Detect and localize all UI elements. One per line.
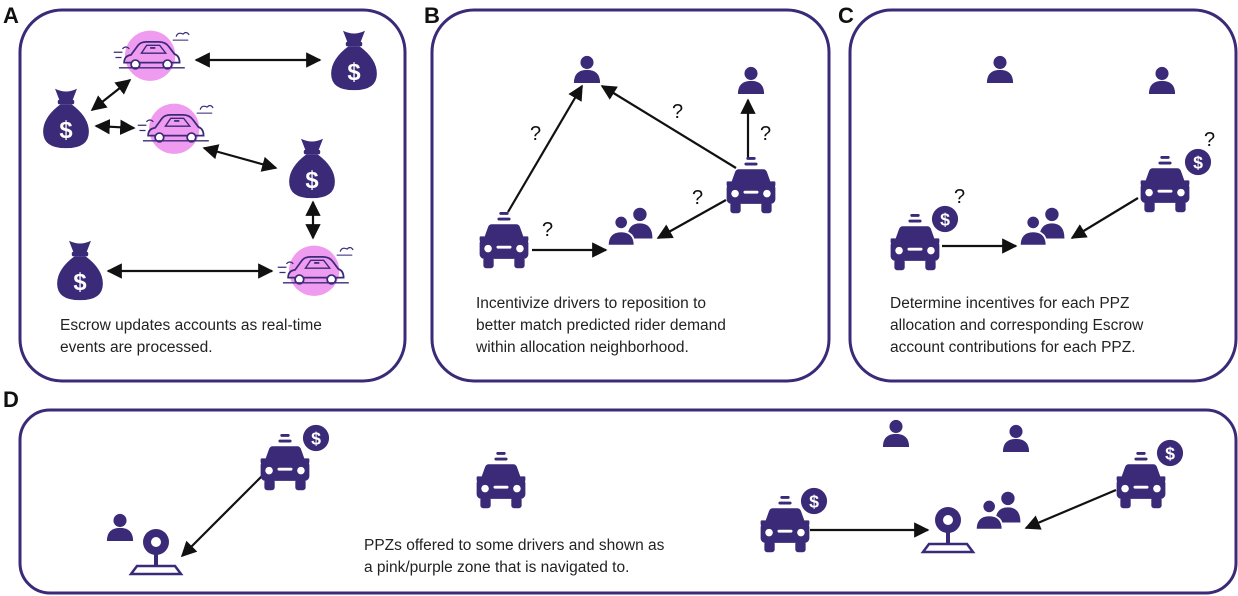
panel-a-caption: Escrow updates accounts as real-time eve… (60, 317, 326, 356)
dollar-badge-icon (302, 424, 330, 452)
caption-line: events are processed. (60, 339, 213, 356)
dollar-badge-icon (1184, 148, 1212, 176)
dollar-badge-icon (931, 205, 959, 233)
caption-line: Determine incentives for each PPZ (890, 295, 1130, 312)
rider-group-icon (1018, 206, 1066, 246)
panel-b-content: ? ? ? ? ? Incentivize drivers to reposit… (475, 55, 776, 356)
rider-group-icon (974, 490, 1022, 530)
car-icon (479, 212, 529, 269)
car-icon (890, 214, 940, 271)
question-mark: ? (1204, 129, 1215, 151)
caption-line: PPZs offered to some drivers and shown a… (364, 537, 665, 554)
panel-b-label: B (424, 3, 440, 28)
caption-line: Escrow updates accounts as real-time (60, 317, 322, 334)
question-mark: ? (672, 101, 683, 123)
rider-icon (1148, 66, 1176, 94)
question-mark: ? (530, 123, 541, 145)
car-icon (1116, 452, 1166, 509)
dollar-badge-icon (1156, 439, 1184, 467)
caption-line: allocation and corresponding Escrow (890, 317, 1144, 334)
caption-line: account contributions for each PPZ. (890, 339, 1136, 356)
dollar-badge-icon (800, 487, 828, 515)
panel-d-caption: PPZs offered to some drivers and shown a… (364, 537, 669, 576)
caption-line: Incentivize drivers to reposition to (476, 295, 706, 312)
panel-a-content: Escrow updates accounts as real-time eve… (43, 29, 377, 356)
caption-line: within allocation neighborhood. (475, 339, 689, 356)
panel-c-label: C (838, 3, 854, 28)
question-mark: ? (760, 123, 771, 145)
arrow (202, 144, 278, 172)
map-pin-icon (129, 528, 183, 576)
panel-b-frame (430, 8, 831, 383)
rider-icon (986, 55, 1014, 83)
rider-icon (882, 419, 910, 447)
car-icon (260, 434, 310, 491)
arrow (90, 79, 132, 111)
rider-icon (106, 513, 134, 541)
arrow (94, 119, 136, 135)
car-icon (726, 157, 776, 214)
panel-d-label: D (3, 387, 19, 412)
panel-c-caption: Determine incentives for each PPZ alloca… (890, 295, 1148, 356)
panel-d-frame (18, 408, 1238, 595)
rider-group-icon (606, 206, 654, 246)
money-bag-icon (57, 240, 103, 301)
question-mark: ? (692, 187, 703, 209)
panel-b-caption: Incentivize drivers to reposition to bet… (475, 295, 730, 356)
panel-c-content: ? ? Determine incentives for each PPZ al… (890, 55, 1215, 356)
rider-icon (573, 55, 601, 83)
car-icon (1140, 156, 1190, 213)
map-pin-icon (921, 506, 975, 554)
car-icon (476, 452, 526, 509)
pink-zone-car-icon (276, 244, 354, 297)
question-mark: ? (954, 186, 965, 208)
money-bag-icon (43, 88, 89, 149)
panel-a-label: A (3, 3, 19, 28)
arrow (656, 199, 727, 239)
arrow (1070, 197, 1139, 239)
caption-line: better match predicted rider demand (476, 317, 726, 334)
arrow (180, 475, 263, 558)
rider-icon (737, 66, 765, 94)
pink-zone-car-icon (112, 29, 190, 82)
pink-zone-car-icon (136, 102, 214, 155)
caption-line: a pink/purple zone that is navigated to. (364, 559, 629, 576)
rider-icon (1002, 424, 1030, 452)
panel-a-frame (18, 8, 407, 383)
arrow (507, 84, 583, 213)
arrow (600, 85, 737, 169)
panel-c-frame (848, 8, 1238, 383)
arrow (1024, 488, 1117, 530)
money-bag-icon (289, 138, 335, 199)
money-bag-icon (331, 30, 377, 91)
question-mark: ? (542, 219, 553, 241)
panel-d-content: PPZs offered to some drivers and shown a… (106, 419, 1184, 576)
